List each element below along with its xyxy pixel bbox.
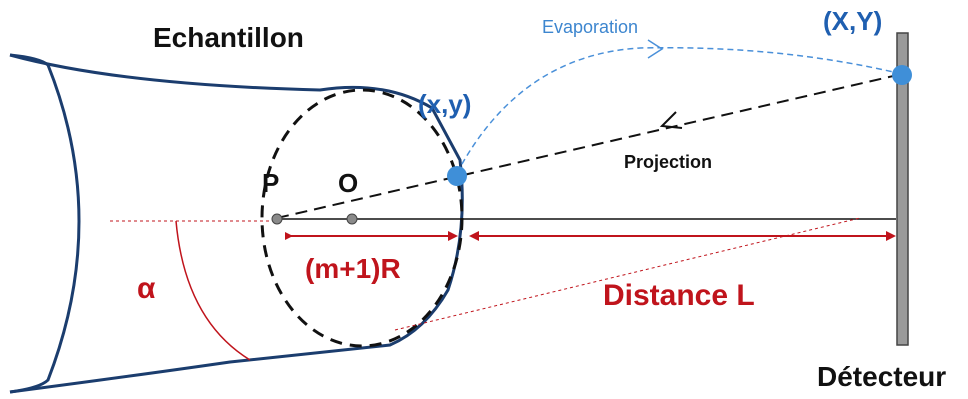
sample-base-curve [9, 53, 81, 394]
evaporation-path [456, 46, 903, 174]
alpha-label: α [137, 272, 156, 305]
tip-point-label: (x,y) [418, 89, 471, 119]
alpha-angle-arc [175, 220, 251, 361]
point-o [346, 213, 358, 225]
projection-label: Projection [624, 152, 712, 172]
evaporation-arrow [647, 39, 664, 59]
cone-projection-line [394, 217, 861, 331]
tip-sphere [260, 88, 464, 348]
sample-label: Echantillon [153, 22, 304, 53]
point-p-label: P [262, 168, 279, 198]
projection-arrow [659, 111, 683, 129]
distance-l-arrow-start [469, 231, 479, 241]
radius-arrow-start [285, 232, 293, 240]
detector-point [892, 65, 912, 85]
projection-line [276, 73, 903, 219]
detector-bar [896, 32, 909, 346]
detector-point-label: (X,Y) [823, 6, 882, 36]
detector-label: Détecteur [817, 361, 946, 392]
point-p [271, 213, 283, 225]
radius-label: (m+1)R [305, 253, 401, 284]
point-o-label: O [338, 168, 358, 198]
tip-point [447, 166, 467, 186]
distance-l-label: Distance L [603, 279, 755, 312]
evaporation-label: Evaporation [542, 17, 638, 37]
